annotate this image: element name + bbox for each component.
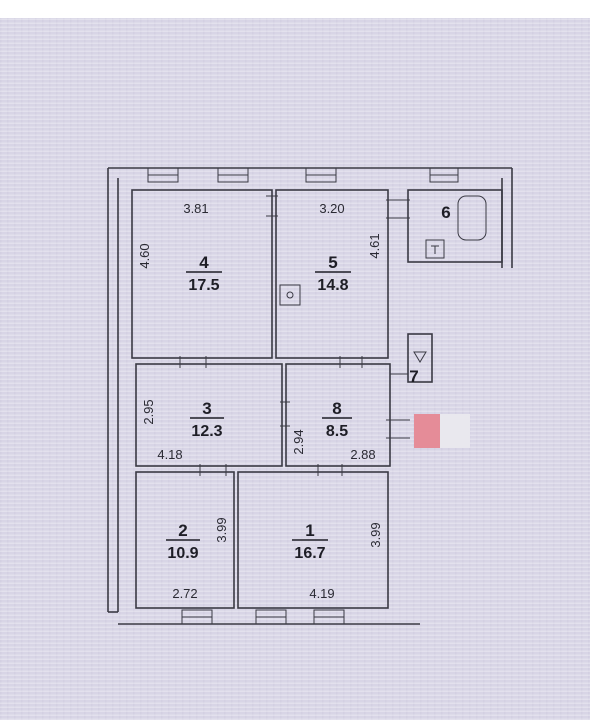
room-4-area: 17.5 (188, 277, 219, 294)
windows-bottom (181, 609, 345, 625)
dim-room-5-width: 3.20 (319, 201, 344, 216)
room-5-outline (275, 189, 389, 359)
room-6-bathroom (407, 189, 503, 263)
room-8-number: 8 (332, 399, 341, 418)
dim-room-5-height: 4.61 (367, 233, 382, 258)
room-8-area: 8.5 (326, 423, 348, 440)
photographed-sheet (0, 18, 590, 720)
room-3-area: 12.3 (191, 423, 222, 440)
room-1-outline (237, 471, 389, 609)
dim-room-8-height: 2.94 (291, 429, 306, 454)
room-1-number: 1 (305, 521, 314, 540)
dim-room-2-height: 3.99 (214, 517, 229, 542)
dim-room-3-width: 4.18 (157, 447, 182, 462)
dim-room-4-height: 4.60 (137, 243, 152, 268)
dim-room-1-height: 3.99 (368, 522, 383, 547)
room-8-outline (285, 363, 391, 467)
stove-symbol (279, 284, 301, 306)
windows-top (147, 167, 459, 183)
room-1-area: 16.7 (294, 545, 325, 562)
dim-room-1-width: 4.19 (309, 586, 334, 601)
room-6-number: 6 (441, 203, 450, 222)
room-7-outline (390, 333, 433, 383)
door-marks (179, 195, 410, 476)
redaction-gray-patch (440, 414, 470, 448)
room-2-outline (135, 471, 235, 609)
redaction-pink-patch (414, 414, 440, 448)
room-2-number: 2 (178, 521, 187, 540)
room-5-number: 5 (328, 253, 337, 272)
room-4-outline (131, 189, 273, 359)
room-3-outline (135, 363, 283, 467)
dim-room-8-width: 2.88 (350, 447, 375, 462)
dim-room-2-width: 2.72 (172, 586, 197, 601)
room-5-area: 14.8 (317, 277, 348, 294)
dim-room-3-height: 2.95 (141, 399, 156, 424)
room-7-number: 7 (409, 367, 418, 386)
room-4-number: 4 (199, 253, 209, 272)
dim-room-4-width: 3.81 (183, 201, 208, 216)
room-3-number: 3 (202, 399, 211, 418)
room-2-area: 10.9 (167, 545, 198, 562)
